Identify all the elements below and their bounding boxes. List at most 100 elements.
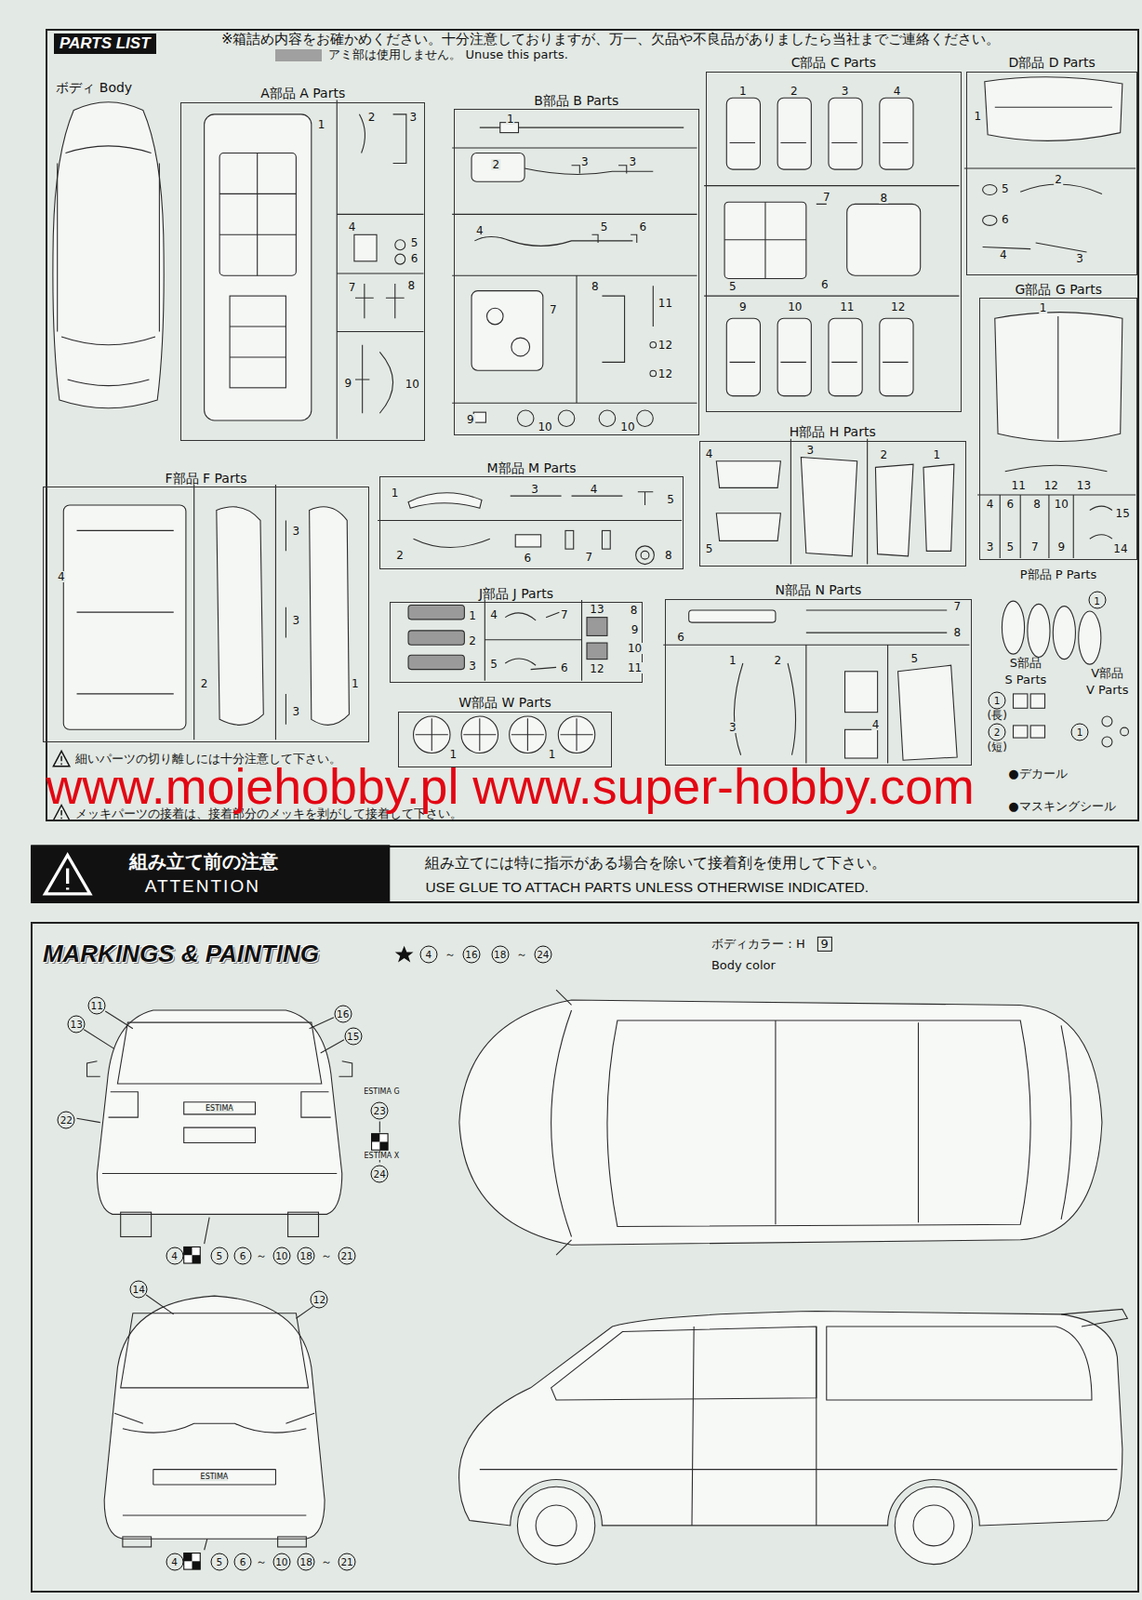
panel-heading: B部品 B Parts	[533, 92, 619, 108]
part-number: 3	[728, 721, 738, 733]
part-number: 8	[879, 192, 890, 204]
callout-number: 10	[272, 1246, 291, 1264]
parts-box: W部品 W Parts	[398, 711, 612, 768]
part-number: 14	[1112, 543, 1129, 555]
part-number: 4	[871, 718, 881, 731]
section-heading: S部品	[1009, 656, 1042, 671]
callout-number: 6	[234, 1246, 253, 1264]
part-number: 6	[820, 278, 830, 291]
part-number: 5	[704, 543, 715, 555]
part-number: 10	[619, 421, 636, 433]
callout-number: 21	[338, 1246, 357, 1264]
note-text: ●マスキングシール	[1008, 798, 1116, 813]
part-number: 5	[909, 652, 919, 664]
part-number: 1	[505, 113, 516, 125]
parts-box: D部品 D Parts	[966, 71, 1138, 276]
note-text: 組み立てには特に指示がある場合を除いて接着剤を使用して下さい。	[424, 854, 887, 872]
section-heading: S Parts	[1004, 672, 1047, 687]
callout-number: 6	[234, 1553, 253, 1571]
part-number: 1	[467, 610, 478, 622]
part-number: 4	[489, 609, 499, 621]
part-number: 1	[728, 654, 738, 666]
part-number: 12	[657, 368, 674, 380]
part-number: 10	[404, 378, 421, 390]
small-text: ～	[320, 1249, 332, 1262]
part-number: 8	[629, 604, 639, 616]
panel-heading: A部品 A Parts	[260, 85, 346, 101]
callout-number: 21	[338, 1553, 357, 1571]
part-number: 5	[1006, 541, 1016, 553]
part-number: 13	[588, 603, 605, 615]
emblem-text: ESTIMA	[205, 1104, 234, 1113]
part-number: 3	[409, 111, 419, 123]
part-number: 1	[350, 677, 360, 690]
part-number: 1	[1038, 302, 1049, 314]
panel-heading: MARKINGS & PAINTING	[42, 940, 319, 969]
part-number: 5	[489, 658, 499, 670]
attention-title: ATTENTION	[145, 876, 261, 897]
part-number: 1	[317, 119, 327, 131]
callout-number: 4	[419, 945, 438, 964]
legend-text: アミ部は使用しません。 Unuse this parts.	[328, 48, 568, 63]
part-number: 3	[580, 156, 590, 168]
part-number: 2	[367, 111, 377, 123]
callout-number: 5	[210, 1246, 228, 1264]
part-number: 7	[548, 304, 558, 316]
part-number: 1	[448, 748, 458, 760]
part-number: 10	[626, 642, 643, 654]
part-number: 12	[657, 339, 674, 351]
part-number: 4	[589, 483, 599, 495]
part-number: 6	[410, 252, 420, 265]
markings-panel: MARKINGS & PAINTING	[30, 921, 1140, 1593]
part-number: 3	[291, 705, 301, 718]
callout-number: 11	[88, 995, 107, 1014]
part-number: 15	[1115, 507, 1131, 519]
panel-heading: H部品 H Parts	[789, 424, 877, 439]
parts-box: N部品 N Parts	[664, 598, 971, 766]
panel-heading: M部品 M Parts	[487, 460, 577, 476]
small-text: ～	[255, 1555, 267, 1567]
part-number: 7	[559, 609, 570, 621]
part-number: 4	[892, 85, 903, 97]
section-heading: V部品	[1090, 666, 1124, 681]
part-number: 6	[1000, 213, 1010, 226]
part-number: 3	[628, 156, 638, 168]
part-number: 12	[889, 301, 906, 313]
part-number: 4	[347, 221, 358, 233]
callout-number: 2	[988, 722, 1007, 741]
part-number: 8	[590, 280, 600, 293]
part-number: 11	[838, 301, 855, 313]
callout-number: 13	[67, 1014, 86, 1033]
panel-heading: N部品 N Parts	[775, 582, 863, 598]
part-number: 3	[467, 660, 478, 672]
section-heading: V Parts	[1086, 682, 1129, 697]
part-number: 2	[789, 85, 799, 97]
callout-number: 1	[1088, 591, 1106, 610]
small-text: ～	[320, 1555, 332, 1567]
attention-title: 組み立て前の注意	[129, 850, 279, 873]
part-number: 4	[998, 249, 1009, 261]
part-number: 1	[972, 110, 983, 122]
part-number: 5	[1000, 183, 1010, 195]
part-number: 11	[626, 662, 643, 674]
part-number: 4	[985, 498, 996, 510]
part-number: 2	[467, 635, 478, 647]
callout-number: 24	[533, 945, 552, 964]
parts-box: H部品 H Parts	[699, 440, 968, 567]
part-number: 8	[953, 626, 963, 638]
part-number: 10	[1053, 498, 1070, 510]
part-number: 6	[523, 552, 533, 564]
callout-number: 4	[165, 1553, 184, 1571]
part-number: 2	[199, 677, 210, 690]
part-number: 3	[806, 444, 816, 456]
callout-number: 16	[463, 945, 481, 964]
part-number: 1	[547, 748, 558, 760]
part-number: 4	[56, 571, 67, 583]
part-number: 6	[638, 221, 649, 233]
part-number: 9	[630, 624, 640, 636]
panel-heading: J部品 J Parts	[478, 585, 554, 601]
callout-number: 12	[310, 1290, 329, 1309]
part-number: 5	[410, 237, 420, 249]
parts-box: G部品 G Parts	[979, 297, 1138, 560]
callout-number: 1	[988, 690, 1007, 709]
